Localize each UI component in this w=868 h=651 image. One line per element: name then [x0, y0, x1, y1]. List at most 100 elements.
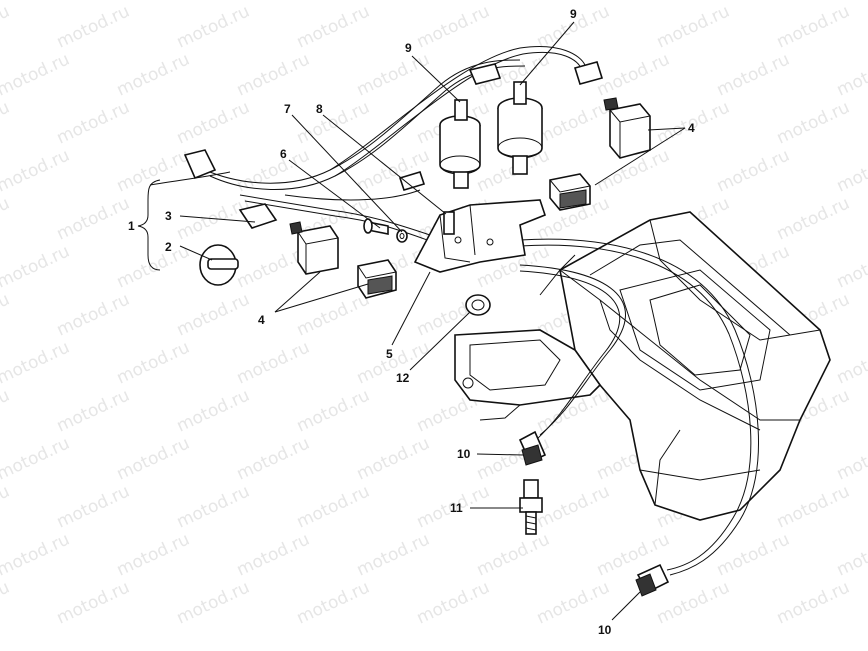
watermark-text: motod.ru	[834, 337, 868, 388]
callout-2: 2	[165, 240, 172, 254]
watermark-text: motod.ru	[294, 385, 373, 436]
watermark-text: motod.ru	[0, 145, 73, 196]
watermark-text: motod.ru	[114, 241, 193, 292]
watermark-text: motod.ru	[474, 529, 553, 580]
callout-3: 3	[165, 209, 172, 223]
watermark-text: motod.ru	[114, 0, 193, 5]
watermark-text: motod.ru	[114, 49, 193, 100]
callout-9-right: 9	[570, 7, 577, 21]
watermark-text: motod.ru	[534, 97, 613, 148]
watermark-text: motod.ru	[54, 193, 133, 244]
watermark-text: motod.ru	[834, 529, 868, 580]
watermark-text: motod.ru	[0, 529, 73, 580]
watermark-text: motod.ru	[354, 529, 433, 580]
ignition-coil-right	[497, 81, 543, 175]
watermark-text: motod.ru	[654, 1, 733, 52]
watermark-text: motod.ru	[174, 289, 253, 340]
watermark-text: motod.ru	[114, 337, 193, 388]
watermark-text: motod.ru	[234, 433, 313, 484]
watermark-text: motod.ru	[114, 145, 193, 196]
watermark-text: motod.ru	[294, 1, 373, 52]
fuse-holder-2	[199, 244, 239, 286]
watermark-text: motod.ru	[234, 145, 313, 196]
watermark-text: motod.ru	[354, 0, 433, 5]
watermark-text: motod.ru	[774, 481, 853, 532]
watermark-text: motod.ru	[0, 241, 73, 292]
watermark-text: motod.ru	[414, 1, 493, 52]
callout-6: 6	[280, 147, 287, 161]
watermark-text: motod.ru	[534, 481, 613, 532]
watermark-text: motod.ru	[114, 529, 193, 580]
watermark-text: motod.ru	[174, 385, 253, 436]
watermark-text: motod.ru	[234, 337, 313, 388]
watermark-text: motod.ru	[0, 385, 13, 436]
watermark-text: motod.ru	[294, 289, 373, 340]
watermark-text: motod.ru	[0, 289, 13, 340]
watermark-text: motod.ru	[0, 337, 73, 388]
watermark-text: motod.ru	[54, 97, 133, 148]
watermark-text: motod.ru	[774, 1, 853, 52]
watermark-text: motod.ru	[354, 337, 433, 388]
watermark-text: motod.ru	[0, 0, 73, 5]
watermark-text: motod.ru	[594, 0, 673, 5]
watermark-text: motod.ru	[774, 97, 853, 148]
grommet	[465, 294, 491, 316]
callout-1: 1	[128, 219, 135, 233]
watermark-text: motod.ru	[0, 193, 13, 244]
watermark-text: motod.ru	[54, 481, 133, 532]
callout-11: 11	[450, 501, 463, 515]
watermark-text: motod.ru	[834, 49, 868, 100]
watermark-text: motod.ru	[834, 241, 868, 292]
watermark-text: motod.ru	[174, 97, 253, 148]
callout-5: 5	[386, 347, 393, 361]
airbox-housing	[454, 211, 831, 521]
watermark-text: motod.ru	[0, 1, 13, 52]
ignition-coil-left	[439, 99, 481, 189]
callout-4-left: 4	[258, 313, 265, 327]
watermark-text: motod.ru	[54, 385, 133, 436]
watermark-text: motod.ru	[714, 145, 793, 196]
watermark-text: motod.ru	[594, 49, 673, 100]
callout-9-left: 9	[405, 41, 412, 55]
watermark-text: motod.ru	[834, 145, 868, 196]
watermark-text: motod.ru	[54, 289, 133, 340]
watermark-text: motod.ru	[534, 577, 613, 628]
leader-lines	[137, 21, 686, 621]
callout-8: 8	[316, 102, 323, 116]
ht-cables	[519, 238, 759, 576]
harness-connectors	[183, 61, 604, 191]
relay-socket-left	[357, 259, 397, 299]
watermark-text: motod.ru	[714, 0, 793, 5]
relay-right	[603, 97, 651, 159]
spark-plug-cap-lower	[635, 563, 670, 597]
watermark-text: motod.ru	[354, 433, 433, 484]
watermark-text: motod.ru	[54, 1, 133, 52]
watermark-text: motod.ru	[714, 529, 793, 580]
spark-plug-cap-upper	[518, 430, 547, 466]
watermark-text: motod.ru	[294, 481, 373, 532]
watermark-text: motod.ru	[414, 577, 493, 628]
callout-10-upper: 10	[457, 447, 471, 461]
watermark-text: motod.ru	[474, 0, 553, 5]
watermark-text: motod.ru	[234, 529, 313, 580]
callout-7: 7	[284, 102, 291, 116]
watermark-text: motod.ru	[54, 577, 133, 628]
watermark-text: motod.ru	[174, 481, 253, 532]
watermark-text: motod.ru	[774, 193, 853, 244]
watermark-text: motod.ru	[294, 577, 373, 628]
bolt-8	[443, 211, 455, 235]
relay-socket-right	[549, 173, 591, 211]
callout-12: 12	[396, 371, 410, 385]
washer	[396, 229, 408, 243]
watermark-text: motod.ru	[234, 49, 313, 100]
watermark-text: motod.ru	[834, 433, 868, 484]
watermark-text: motod.ru	[654, 577, 733, 628]
callout-10-lower: 10	[598, 623, 612, 637]
watermark-text: motod.ru	[774, 577, 853, 628]
spark-plug	[519, 479, 543, 535]
watermark-text: motod.ru	[174, 577, 253, 628]
watermark-text: motod.ru	[0, 433, 73, 484]
watermark-text: motod.ru	[174, 1, 253, 52]
relay-left	[289, 221, 339, 275]
